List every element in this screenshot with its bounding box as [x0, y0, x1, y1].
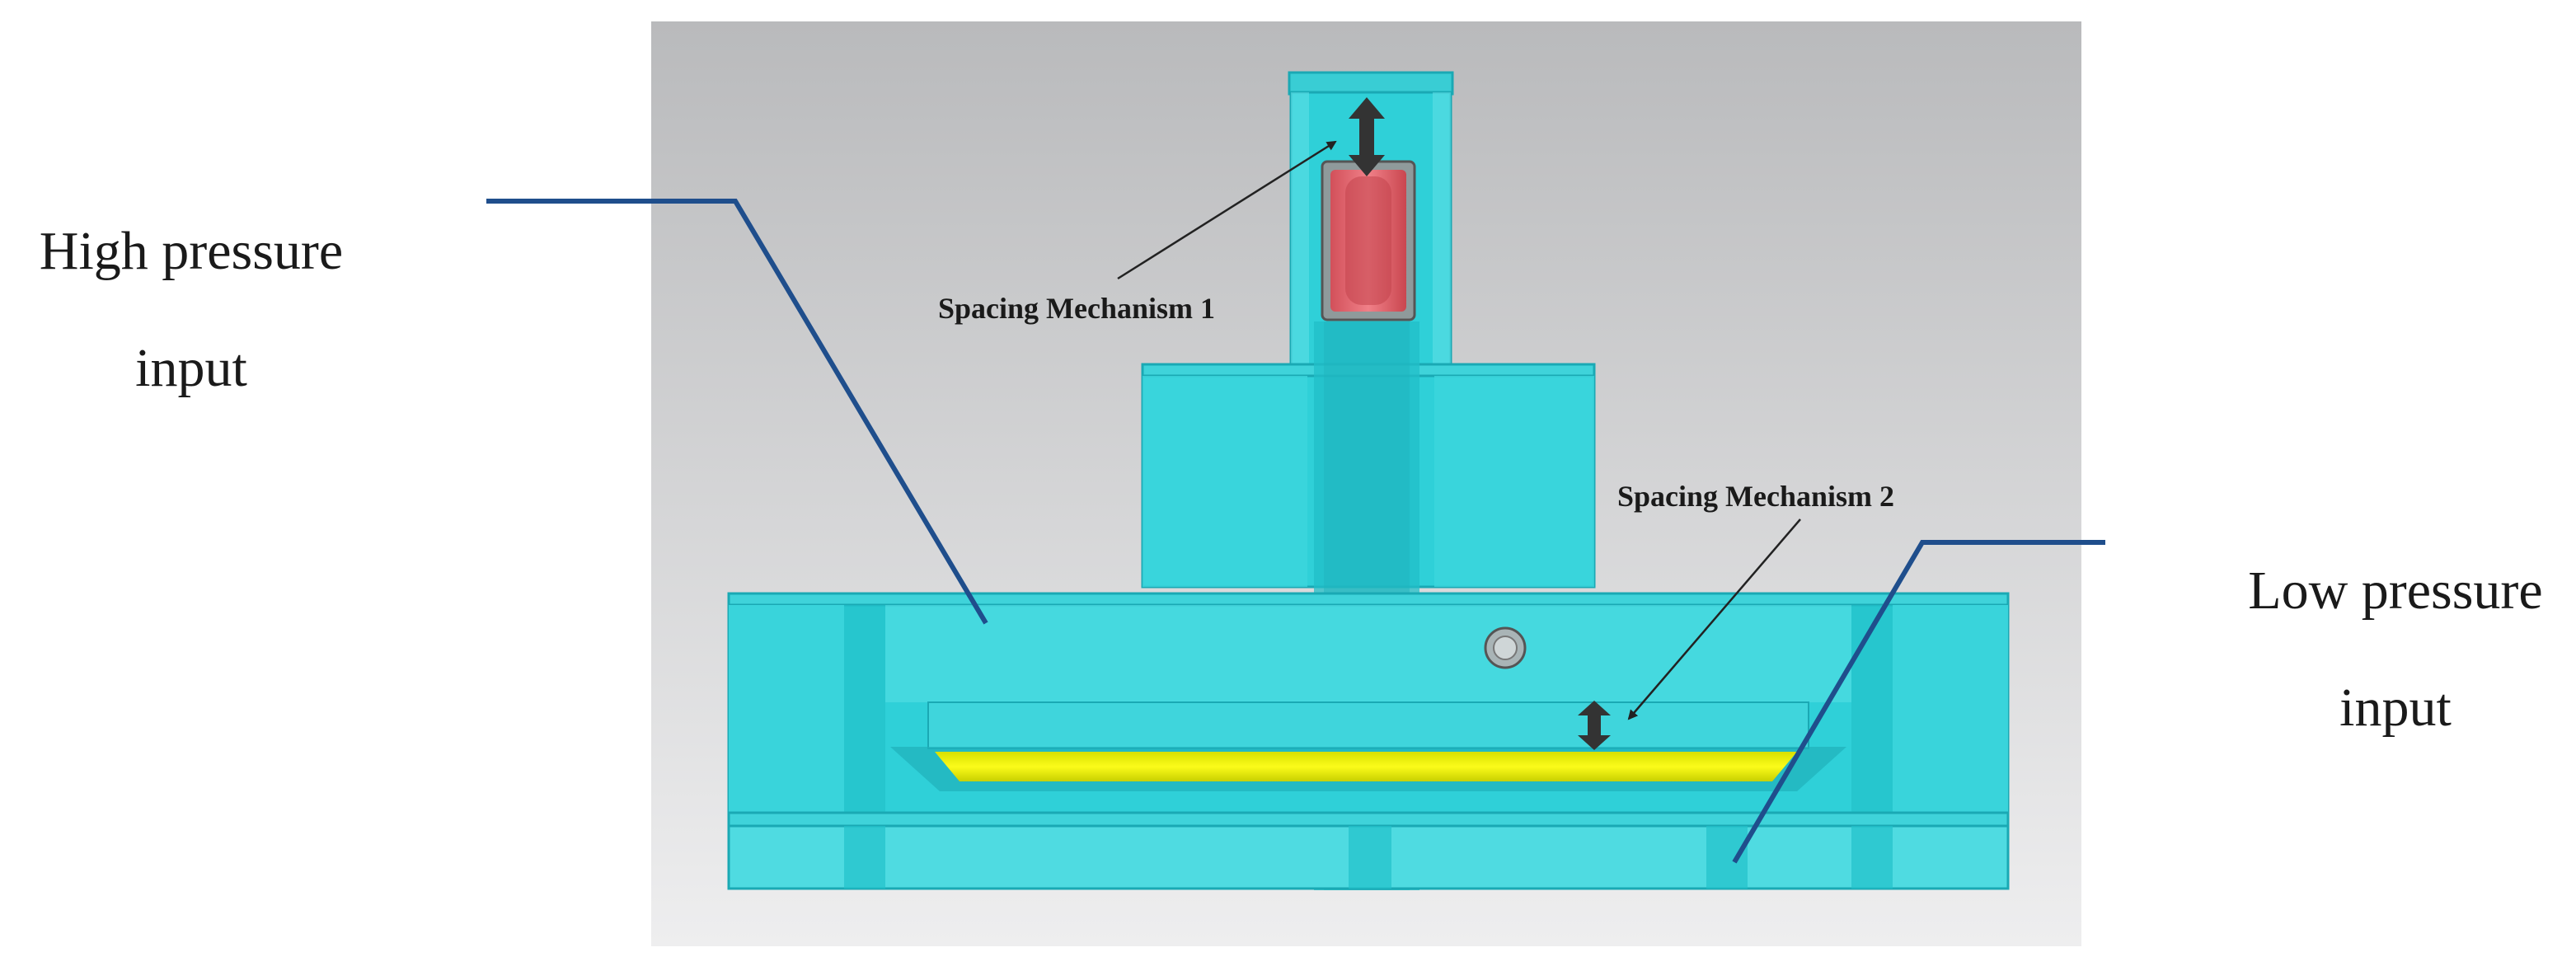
double-arrow-icon: [1578, 701, 1611, 750]
spacing-mechanism-2-label: Spacing Mechanism 2: [1617, 480, 1894, 513]
low-pressure-label-line2: input: [2339, 678, 2452, 738]
double-arrow-icon: [1349, 97, 1385, 176]
membrane: [890, 747, 1846, 791]
spacing-mechanism-2-pointer: [1627, 518, 1801, 720]
high-pressure-label-line1: High pressure: [40, 221, 343, 281]
high-pressure-label-line2: input: [135, 338, 247, 398]
low-pressure-label-line1: Low pressure: [2248, 561, 2542, 621]
low-pressure-leader-line: [1732, 540, 2105, 864]
high-pressure-leader-line: [486, 199, 988, 625]
spacing-mechanism-1-pointer: [1117, 140, 1337, 280]
spacing-mechanism-1-label: Spacing Mechanism 1: [938, 292, 1215, 325]
bottom-plate: [727, 811, 2010, 890]
piston: [1321, 160, 1416, 321]
